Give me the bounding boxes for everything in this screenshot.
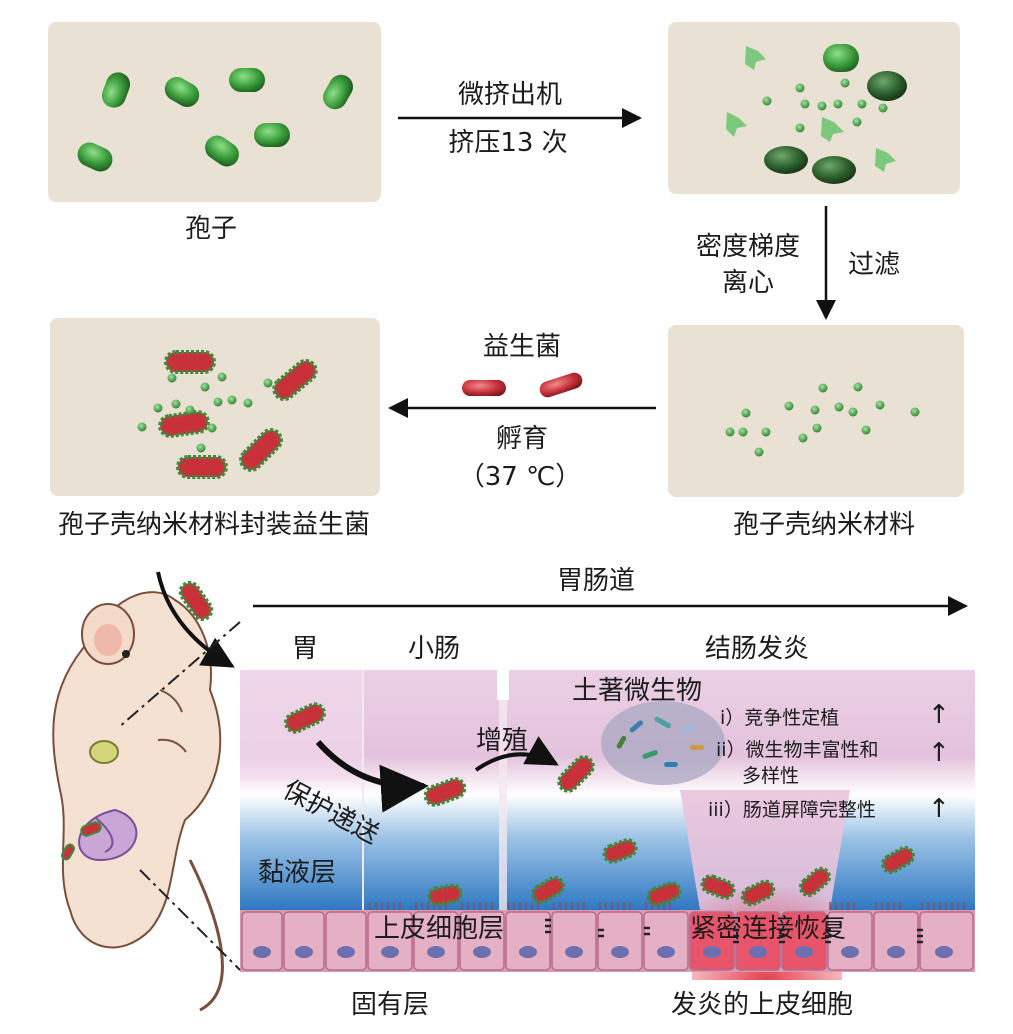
- label-proliferation: 增殖: [476, 726, 529, 756]
- label-step2-left-line2: 离心: [721, 268, 775, 298]
- label-step2-left-line1: 密度梯度: [695, 232, 801, 262]
- up-arrow-effect-2: ↑: [928, 738, 950, 768]
- fragmented-group: [726, 44, 907, 184]
- probiotic-rods: [462, 372, 583, 398]
- label-step2-right: 过滤: [847, 250, 901, 280]
- label-probiotic: 益生菌: [482, 332, 562, 362]
- label-gi-tract: 胃肠道: [556, 566, 636, 596]
- label-spores: 孢子: [184, 214, 238, 244]
- arrow-proliferation: [474, 736, 559, 772]
- label-stomach: 胃: [291, 634, 319, 664]
- fragmented-panel: [668, 22, 960, 194]
- arrow-protective-delivery: [315, 740, 429, 813]
- native-microbe-cloud: [601, 701, 725, 785]
- epithelial-cells: [240, 902, 975, 972]
- label-lamina-propria: 固有层: [350, 990, 430, 1020]
- label-step3-line2: （37 ℃）: [458, 462, 582, 492]
- label-effect-2b: 多样性: [742, 765, 800, 787]
- label-step1-line2: 挤压13 次: [448, 128, 568, 158]
- label-effect-1: i）竞争性定植: [720, 707, 840, 729]
- spores-group: [77, 68, 353, 172]
- label-inflamed-epithelium: 发炎的上皮细胞: [670, 990, 854, 1020]
- nanomaterial-dots: [725, 382, 920, 457]
- label-colitis: 结肠发炎: [704, 634, 810, 664]
- label-nano-material: 孢子壳纳米材料: [732, 510, 916, 540]
- spore-panel: [48, 22, 381, 202]
- label-effect-2a: ii）微生物丰富性和: [716, 739, 879, 761]
- label-tight-junction: 紧密连接恢复: [690, 914, 847, 944]
- up-arrow-effect-3: ↑: [928, 794, 950, 824]
- mouse-illustration: [52, 571, 241, 1012]
- label-mucus-layer: 黏液层: [258, 858, 337, 888]
- label-native-microbes: 土著微生物: [572, 676, 703, 706]
- label-epithelial-layer: 上皮细胞层: [374, 914, 505, 944]
- label-small-intestine: 小肠: [407, 634, 461, 664]
- label-effect-3: iii）肠道屏障完整性: [708, 799, 876, 821]
- label-step3-line1: 孵育: [495, 424, 549, 454]
- up-arrow-effect-1: ↑: [928, 700, 950, 730]
- label-encapsulated: 孢子壳纳米材料封装益生菌: [57, 510, 371, 540]
- label-step1-line1: 微挤出机: [457, 80, 563, 110]
- encapsulated-group: [137, 350, 318, 479]
- intestine-section: [240, 660, 975, 980]
